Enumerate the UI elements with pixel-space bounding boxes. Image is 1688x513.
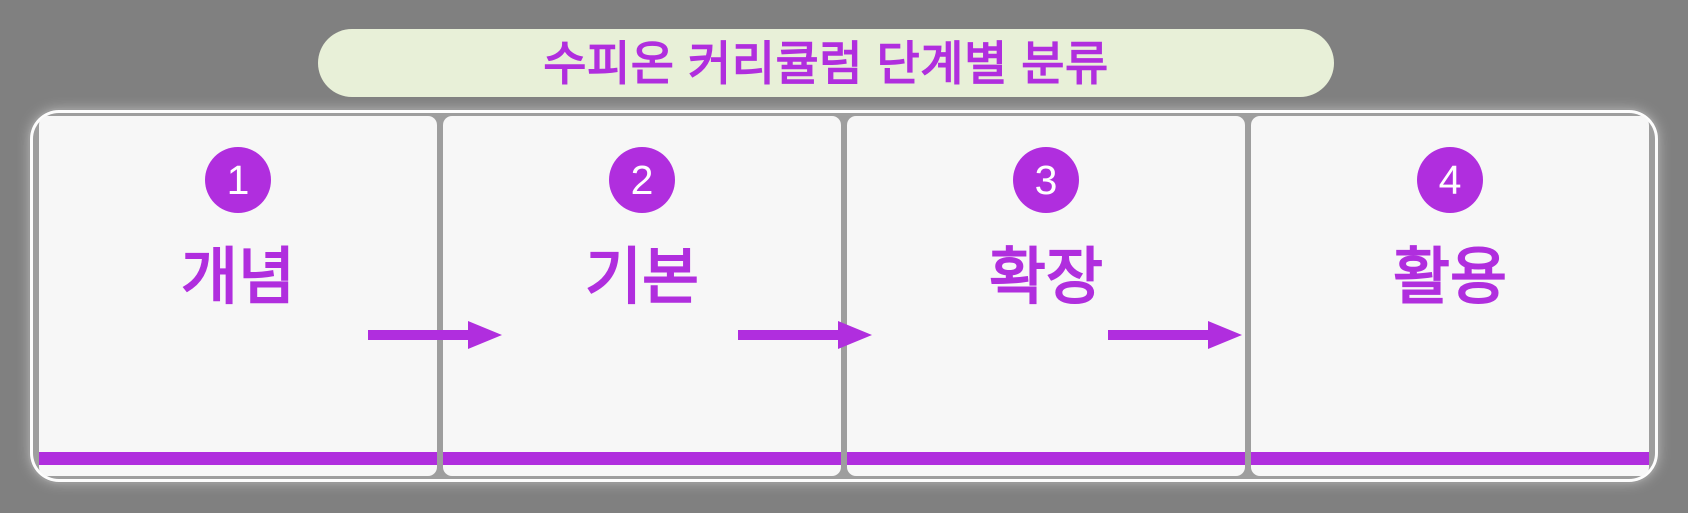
stage-number-badge-1: 1 [205, 147, 271, 213]
stage-number-badge-3: 3 [1013, 147, 1079, 213]
stage-card-3[interactable]: 3 확장 [847, 116, 1245, 476]
stage-cell-1: 1 개념 [39, 116, 437, 476]
stage-card-4[interactable]: 4 활용 [1251, 116, 1649, 476]
stage-number-badge-2: 2 [609, 147, 675, 213]
stage-label-3: 확장 [988, 243, 1104, 312]
stage-card-1[interactable]: 1 개념 [39, 116, 437, 476]
stage-cell-4: 4 활용 [1251, 116, 1649, 476]
stage-accent-bar-3 [847, 452, 1245, 465]
stage-label-1: 개념 [180, 243, 296, 312]
stage-number-badge-4: 4 [1417, 147, 1483, 213]
stage-label-2: 기본 [584, 243, 700, 312]
diagram-title-pill: 수피온 커리큘럼 단계별 분류 [318, 29, 1334, 97]
stage-accent-bar-1 [39, 452, 437, 465]
stage-accent-bar-4 [1251, 452, 1649, 465]
page-title: 수피온 커리큘럼 단계별 분류 [543, 36, 1109, 90]
curriculum-flow-frame: 1 개념 2 기본 3 확장 4 활용 [33, 113, 1655, 479]
stage-card-2[interactable]: 2 기본 [443, 116, 841, 476]
stage-accent-bar-2 [443, 452, 841, 465]
stage-cell-2: 2 기본 [443, 116, 841, 476]
stage-cell-3: 3 확장 [847, 116, 1245, 476]
stage-label-4: 활용 [1392, 243, 1508, 312]
